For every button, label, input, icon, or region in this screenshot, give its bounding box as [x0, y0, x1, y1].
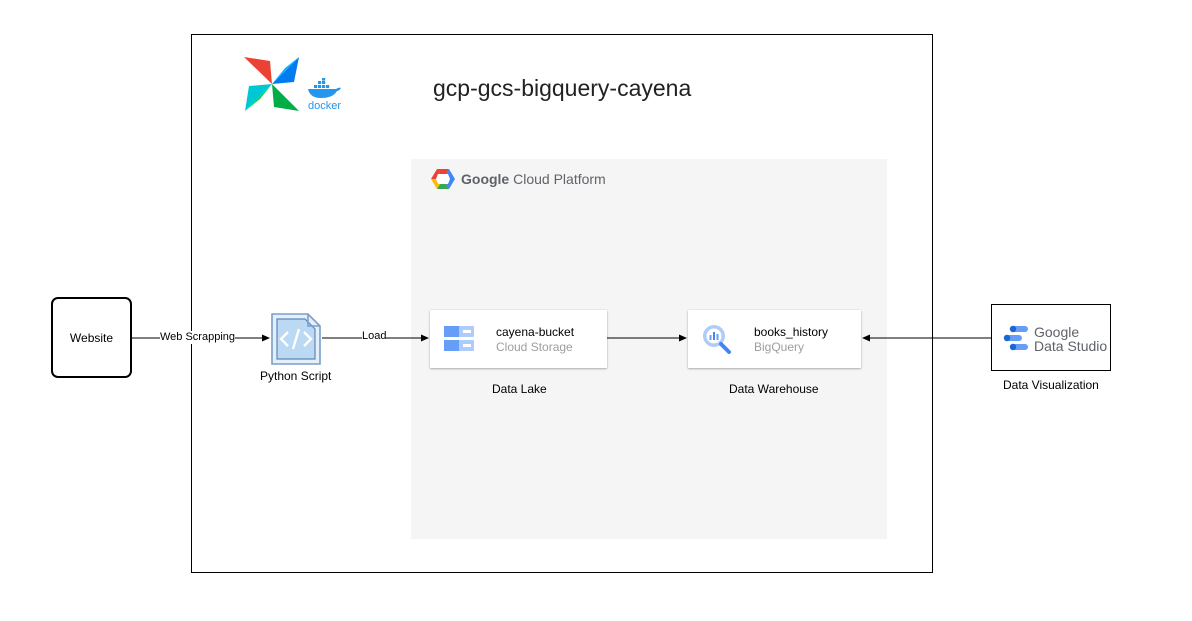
edge-label-web-scrapping: Web Scrapping — [160, 331, 236, 344]
gcp-label-cloud-platform: Cloud Platform — [513, 171, 606, 187]
cloud-storage-icon — [444, 326, 474, 351]
code-file-icon[interactable] — [270, 312, 322, 366]
storage-service-name: Cloud Storage — [496, 340, 573, 354]
data-studio-logo-name: Data Studio — [1034, 338, 1108, 354]
gcp-platform-label: Google Cloud Platform — [461, 171, 606, 187]
docker-logo — [308, 78, 341, 98]
cloud-storage-card[interactable]: cayena-bucket Cloud Storage — [430, 310, 607, 368]
data-studio-node[interactable]: Google Data Studio — [991, 304, 1111, 371]
storage-bucket-name: cayena-bucket — [496, 325, 575, 339]
data-studio-icon — [1003, 325, 1028, 351]
website-label: Website — [69, 330, 114, 345]
data-visualization-caption: Data Visualization — [1003, 378, 1099, 392]
bigquery-service-name: BigQuery — [754, 340, 805, 354]
data-lake-caption: Data Lake — [492, 382, 547, 396]
diagram-frame — [191, 34, 933, 573]
bigquery-card[interactable]: books_history BigQuery — [688, 310, 861, 368]
airflow-logo — [244, 57, 299, 111]
edge-label-load: Load — [362, 330, 387, 343]
website-node[interactable]: Website — [51, 297, 132, 378]
google-cloud-platform-icon — [431, 169, 455, 189]
bigquery-icon — [703, 325, 731, 354]
python-script-label: Python Script — [260, 369, 332, 383]
bigquery-table-name: books_history — [754, 325, 829, 339]
docker-wordmark: docker — [308, 100, 342, 112]
gcp-label-google: Google — [461, 171, 510, 187]
diagram-title: gcp-gcs-bigquery-cayena — [433, 75, 692, 101]
data-studio-logo-google: Google — [1034, 324, 1080, 340]
data-warehouse-caption: Data Warehouse — [729, 382, 819, 396]
